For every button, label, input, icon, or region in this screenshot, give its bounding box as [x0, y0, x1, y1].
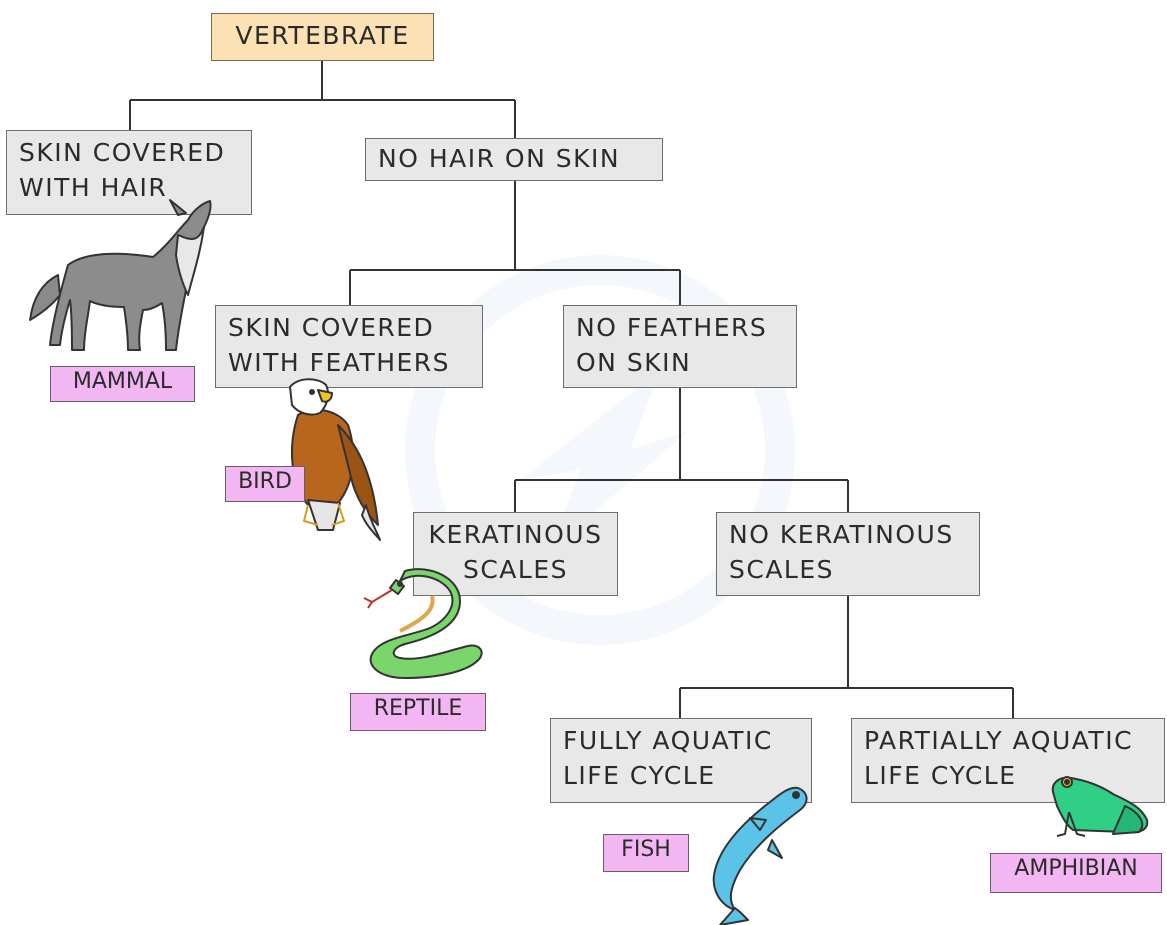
- node-no-feathers-on-skin: NO FEATHERS ON SKIN: [563, 305, 797, 388]
- fish-icon: [712, 786, 808, 925]
- node-fully-aquatic-life-cycle: FULLY AQUATIC LIFE CYCLE: [550, 718, 812, 803]
- class-bird: BIRD: [225, 466, 305, 502]
- node-no-keratinous-scales: NO KERATINOUS SCALES: [716, 512, 980, 596]
- frog-icon: [1051, 776, 1149, 837]
- node-skin-covered-with-feathers: SKIN COVERED WITH FEATHERS: [215, 305, 483, 388]
- class-amphibian: AMPHIBIAN: [990, 853, 1162, 893]
- snake-icon: [363, 568, 483, 679]
- node-partially-aquatic-life-cycle: PARTIALLY AQUATIC LIFE CYCLE: [851, 718, 1165, 803]
- node-vertebrate: VERTEBRATE: [211, 13, 434, 61]
- wolf-icon: [29, 199, 212, 351]
- node-no-hair-on-skin: NO HAIR ON SKIN: [365, 138, 663, 181]
- eagle-icon: [289, 378, 381, 541]
- node-skin-covered-with-hair: SKIN COVERED WITH HAIR: [6, 130, 252, 215]
- class-fish: FISH: [603, 834, 689, 872]
- class-mammal: MAMMAL: [50, 366, 195, 402]
- node-keratinous-scales: KERATINOUS SCALES: [413, 512, 618, 596]
- class-reptile: REPTILE: [350, 693, 486, 731]
